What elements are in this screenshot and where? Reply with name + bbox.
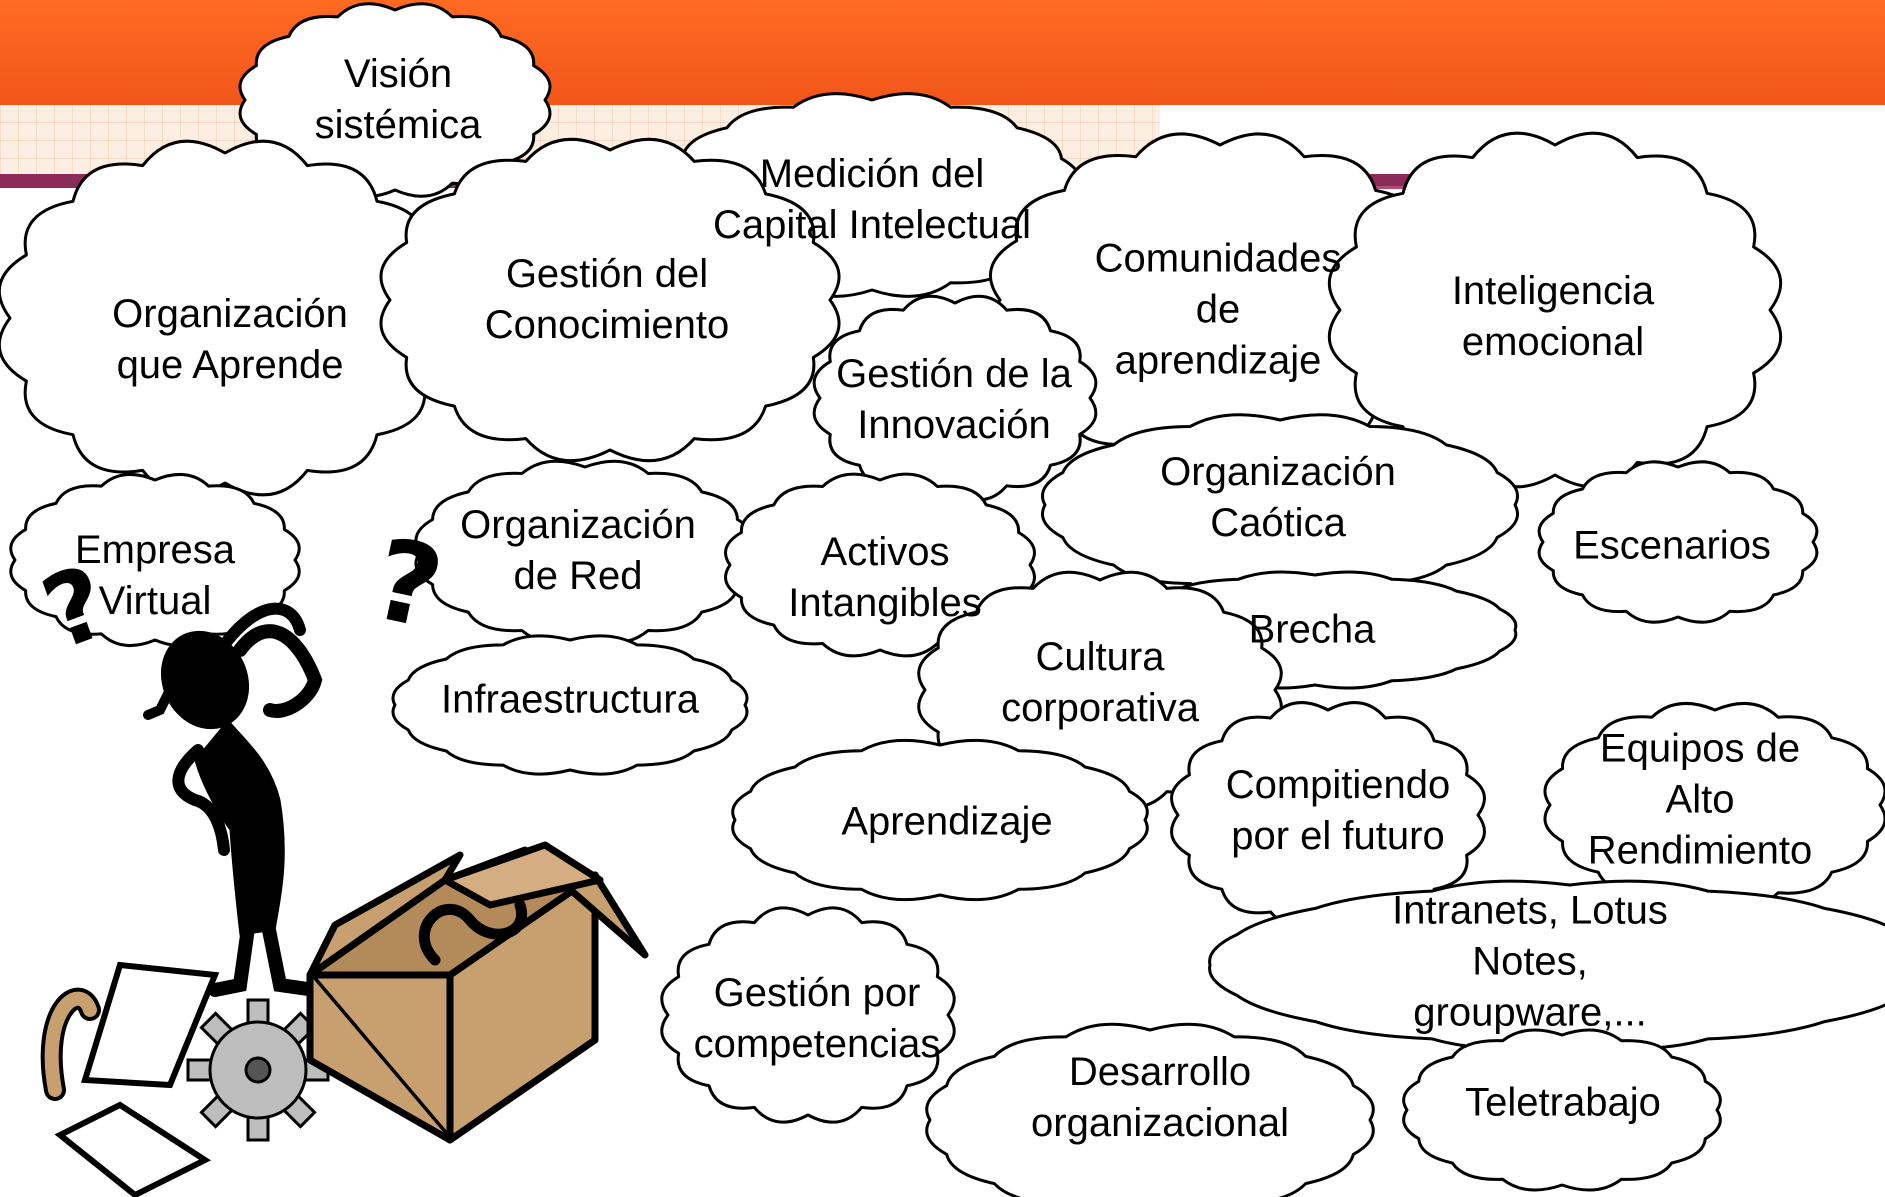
cloud-shape-organizacion-de-red [414, 459, 756, 645]
cloud-shape-gestion-de-la-innovacion [812, 294, 1098, 502]
cloud-label-organizacion-que-aprende: Organización que Aprende [112, 292, 348, 387]
paper-sheet-icon [81, 961, 220, 1089]
cloud-shape-gestion-por-competencias [660, 906, 956, 1124]
cloud-label-brecha: Brecha [1248, 607, 1376, 652]
cloud-shape-escenarios [1537, 460, 1819, 624]
gear-icon [186, 998, 330, 1142]
cloud-label-vision-sistemica: Visión sistémica [314, 52, 482, 147]
cloud-shape-organizacion-que-aprende [0, 139, 453, 497]
cloud-label-infraestructura: Infraestructura [441, 677, 699, 722]
cloud-label-activos-intangibles: Activos Intangibles [788, 530, 982, 625]
cloud-label-medicion-capital-intelectual: Medición del Capital Intelectual [713, 152, 1031, 247]
cloud-label-gestion-del-conocimiento: Gestión del Conocimiento [484, 252, 730, 347]
cloud-label-comunidades-de-aprendizaje: Comunidades de aprendizaje [1094, 236, 1342, 383]
cloud-label-desarrollo-organizacional: Desarrollo organizacional [1031, 1050, 1289, 1145]
cloud-shape-desarrollo-organizacional [925, 1022, 1375, 1197]
cloud-label-teletrabajo: Teletrabajo [1465, 1080, 1661, 1125]
question-mark-icon: ? [362, 514, 453, 655]
cloud-label-aprendizaje: Aprendizaje [841, 799, 1053, 844]
cloud-label-equipos-de-alto-rendimiento: Equipos de Alto Rendimiento [1587, 726, 1813, 873]
cloud-shape-gestion-del-conocimiento [379, 137, 841, 463]
cloud-label-gestion-de-la-innovacion: Gestión de la Innovación [836, 352, 1072, 447]
cloud-label-inteligencia-emocional: Inteligencia emocional [1451, 269, 1655, 364]
cloud-shape-equipos-de-alto-rendimiento [1543, 701, 1885, 909]
cloud-label-intranets: Intranets, Lotus Notes, groupware,... [1392, 888, 1668, 1035]
cloud-shape-infraestructura [391, 634, 749, 776]
thinking-person-silhouette [143, 602, 323, 997]
cloud-label-organizacion-de-red: Organización de Red [460, 503, 696, 598]
cloud-label-organizacion-caotica: Organización Caótica [1160, 450, 1396, 545]
paper-sheet-icon [54, 1101, 212, 1197]
cloud-label-gestion-por-competencias: Gestión por competencias [693, 971, 941, 1066]
cloud-shape-intranets [1208, 879, 1885, 1051]
cloud-label-escenarios: Escenarios [1573, 523, 1771, 568]
cloud-label-cultura-corporativa: Cultura corporativa [1001, 635, 1199, 730]
cloud-shape-teletrabajo [1402, 1028, 1722, 1192]
cloud-label-empresa-virtual: Empresa Virtual [74, 528, 236, 623]
cardboard-box-with-question-mark [306, 841, 649, 1144]
cloud-label-compitiendo-por-el-futuro: Compitiendo por el futuro [1225, 763, 1451, 858]
cloud-shape-aprendizaje [731, 738, 1149, 902]
